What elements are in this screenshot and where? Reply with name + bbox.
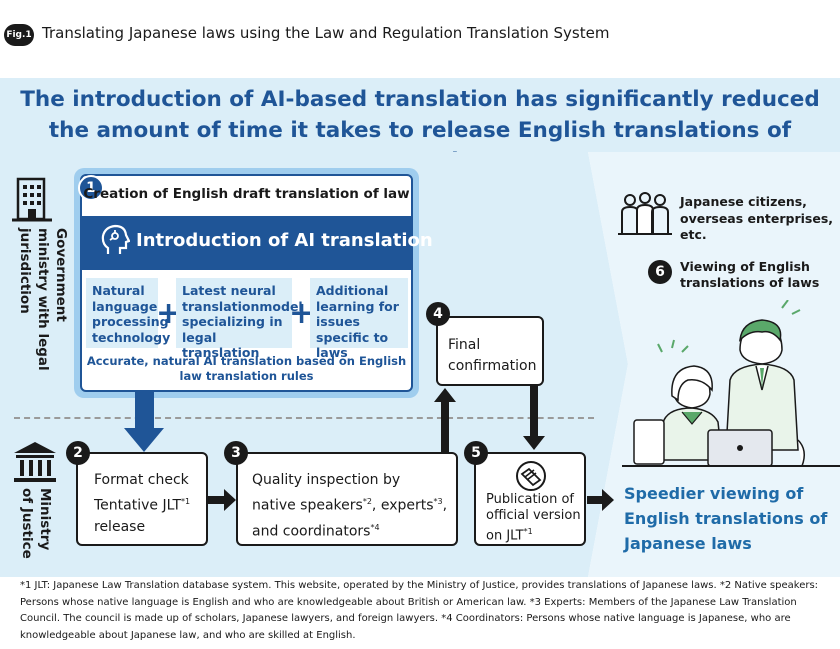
step1-title: Creation of English draft translation of… (83, 186, 410, 202)
step2-box: Format check Tentative JLT*1 release (76, 452, 208, 546)
result-line1: Speedier viewing of (624, 484, 804, 503)
step3-box: Quality inspection by native speakers*2,… (236, 452, 458, 546)
people-icon (618, 192, 672, 235)
step3-line2: native speakers*2, experts*3, (252, 497, 448, 514)
arrow-step5-to-result (587, 489, 614, 511)
step6-number: 6 (648, 260, 672, 284)
step3-number: 3 (224, 441, 248, 465)
viewing-text: Viewing of English translations of laws (680, 259, 819, 290)
publication-icon (516, 461, 546, 491)
step5-line3: on JLT*1 (486, 527, 533, 544)
step4-number: 4 (426, 302, 450, 326)
component-neural-model: Latest neural translationmodel specializ… (176, 278, 303, 360)
headline-line1: The introduction of AI-based translation… (20, 87, 820, 112)
fig-label: Fig.1 (4, 24, 34, 46)
step2-line3: release (94, 518, 146, 535)
footnote: *1 JLT: Japanese Law Translation databas… (20, 580, 819, 641)
ai-translation-bar (80, 216, 413, 270)
audience-text: Japanese citizens, overseas enterprises,… (680, 194, 833, 244)
moj-lane-label: Ministry of Justice (19, 488, 53, 559)
step5-number: 5 (464, 441, 488, 465)
lane-divider (14, 417, 594, 419)
arrow-step1-to-2 (124, 392, 164, 452)
result-line2: English translations of (624, 509, 828, 528)
plus-sign: + (289, 296, 315, 331)
viewing-line1: Viewing of English (680, 259, 810, 274)
step5-line2: official version (486, 508, 581, 523)
result-line3: Japanese laws (624, 534, 752, 553)
headline-banner (0, 78, 840, 152)
step4-line1: Final (448, 337, 481, 353)
viewing-line2: translations of laws (680, 274, 820, 290)
step4-line2: confirmation (448, 358, 537, 374)
component-additional-learning: Additional learning for issues specific … (310, 278, 408, 360)
figure-title: Translating Japanese laws using the Law … (42, 24, 610, 42)
step2-line1: Format check (94, 472, 189, 488)
step2-number: 2 (66, 441, 90, 465)
step1-footer: Accurate, natural AI translation based o… (86, 354, 407, 383)
audience-line1: Japanese citizens, (680, 194, 807, 209)
audience-line2: overseas enterprises, (680, 210, 834, 226)
government-lane-label: Government ministry with legal jurisdict… (17, 228, 69, 371)
audience-line3: etc. (680, 227, 707, 242)
step4-box: Final confirmation (436, 316, 544, 386)
building-icon (12, 177, 52, 222)
result-text: Speedier viewing of English translations… (624, 481, 827, 556)
people-at-laptop-illustration (622, 300, 840, 467)
ai-translation-title: Introduction of AI translation (136, 230, 433, 251)
courthouse-icon (14, 442, 56, 482)
arrow-step4-to-5 (523, 386, 545, 450)
step1-number: 1 (78, 175, 104, 201)
ai-head-icon (101, 224, 130, 254)
step5-line1: Publication of (486, 492, 575, 507)
step3-line3: and coordinators*4 (252, 522, 380, 540)
arrow-step2-to-3 (208, 489, 236, 511)
arrow-step3-to-4 (434, 388, 456, 452)
step2-line2: Tentative JLT*1 (94, 497, 191, 514)
step3-line1: Quality inspection by (252, 472, 401, 488)
component-nlp: Natural language processing technology (86, 278, 170, 348)
